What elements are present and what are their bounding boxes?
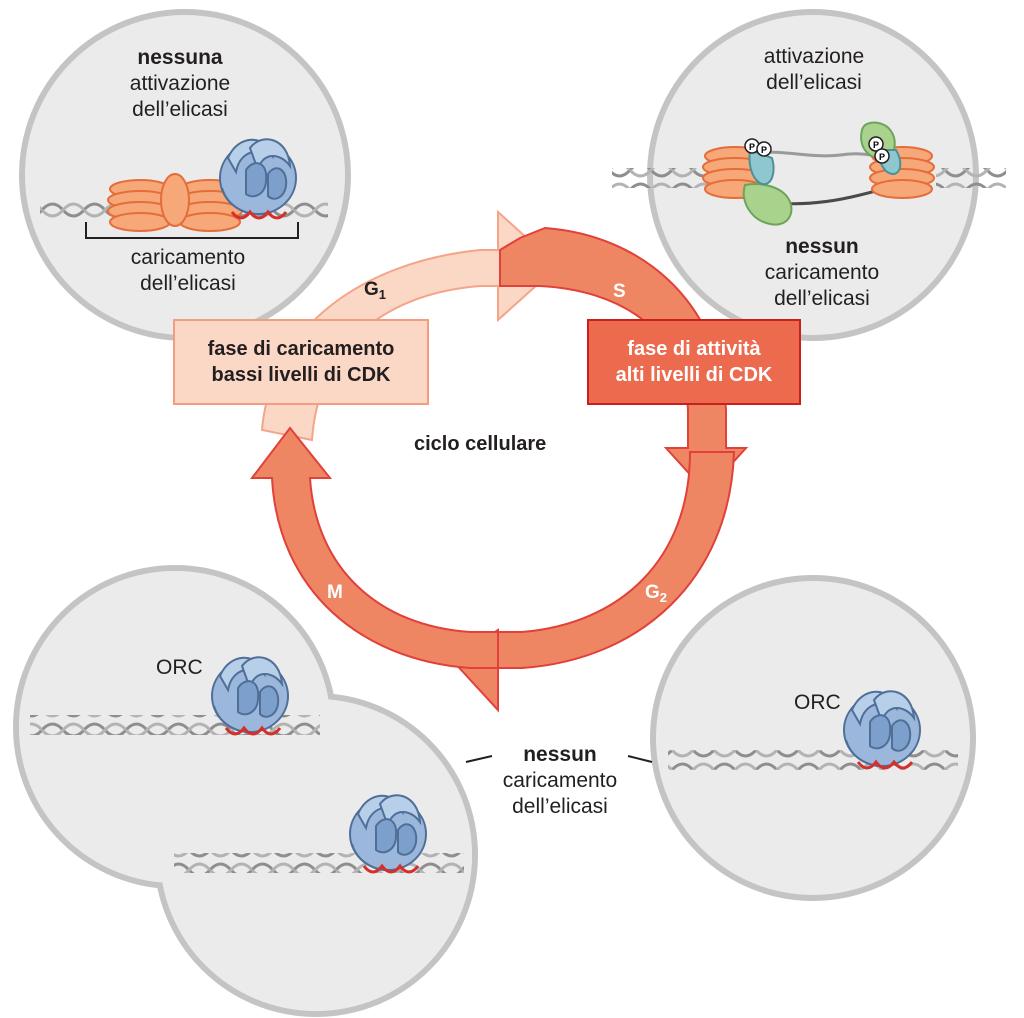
origin-red-segment <box>856 759 914 770</box>
phospho-label-4: P <box>879 152 885 162</box>
helicase-double-hexamer <box>107 173 243 232</box>
shared-caption-line3: dell’elicasi <box>512 795 608 818</box>
activity-phase-box: fase di attività alti livelli di CDK <box>588 320 800 404</box>
loading-phase-box: fase di caricamento bassi livelli di CDK <box>174 320 428 404</box>
dna-strand <box>668 750 958 770</box>
loading-box-bg <box>173 319 429 405</box>
phase-g2-label: G2 <box>645 582 668 605</box>
activity-box-bg <box>587 319 801 405</box>
shared-bottom-caption: nessun caricamento dell’elicasi <box>503 742 617 820</box>
origin-red-segment <box>224 725 282 736</box>
orc-complex <box>211 656 289 734</box>
phospho-label-1: P <box>749 142 755 152</box>
loading-box-line2: bassi livelli di CDK <box>211 364 391 386</box>
top-right-bottom2: dell’elicasi <box>774 287 870 310</box>
origin-red-segment <box>230 209 288 220</box>
activity-box-line1: fase di attività <box>627 338 761 360</box>
top-right-bottom-caption: nessun caricamento dell’elicasi <box>765 234 879 312</box>
orc-complex <box>219 138 297 216</box>
caption-connector-right <box>627 755 653 763</box>
top-left-bottom1: caricamento <box>130 246 246 269</box>
orc-complex <box>349 794 427 872</box>
top-right-caption: attivazione dell’elicasi <box>764 44 864 96</box>
top-right-line1: attivazione <box>763 45 865 68</box>
top-right-bottom1: caricamento <box>764 261 880 284</box>
arrow-g2-m <box>450 451 736 713</box>
top-left-line3: dell’elicasi <box>132 98 228 121</box>
panel-bottom-right <box>650 575 976 901</box>
phospho-label-3: P <box>873 140 879 150</box>
shared-caption-bold: nessun <box>523 743 597 766</box>
dna-strand-right <box>936 168 1006 188</box>
dna-strand-left <box>612 168 712 188</box>
phase-g1-label: G1 <box>364 279 387 302</box>
shared-caption-line2: caricamento <box>502 769 618 792</box>
phospho-label-2: P <box>761 145 767 155</box>
top-left-bottom2: dell’elicasi <box>140 272 236 295</box>
origin-red-segment <box>362 863 420 874</box>
top-left-line2: attivazione <box>129 72 231 95</box>
arrow-m <box>249 426 499 669</box>
phase-s-label: S <box>613 281 626 302</box>
top-left-bottom-caption: caricamento dell’elicasi <box>131 245 245 297</box>
activity-box-line2: alti livelli di CDK <box>615 364 773 386</box>
orc-label-left: ORC <box>156 656 203 679</box>
active-helicase-right <box>860 121 935 199</box>
active-helicase-left <box>702 138 793 226</box>
dna-strand <box>174 853 464 873</box>
phase-m-label: M <box>327 582 343 603</box>
loading-box-line1: fase di caricamento <box>207 338 395 360</box>
caption-connector-left <box>465 755 493 763</box>
top-left-bold: nessuna <box>137 46 223 69</box>
top-right-bold: nessun <box>785 235 859 258</box>
top-right-line2: dell’elicasi <box>766 71 862 94</box>
loading-bracket <box>85 222 299 239</box>
orc-label-right: ORC <box>794 691 841 714</box>
top-left-caption: nessuna attivazione dell’elicasi <box>130 45 230 123</box>
cycle-center-title: ciclo cellulare <box>414 433 547 455</box>
orc-complex <box>843 690 921 768</box>
